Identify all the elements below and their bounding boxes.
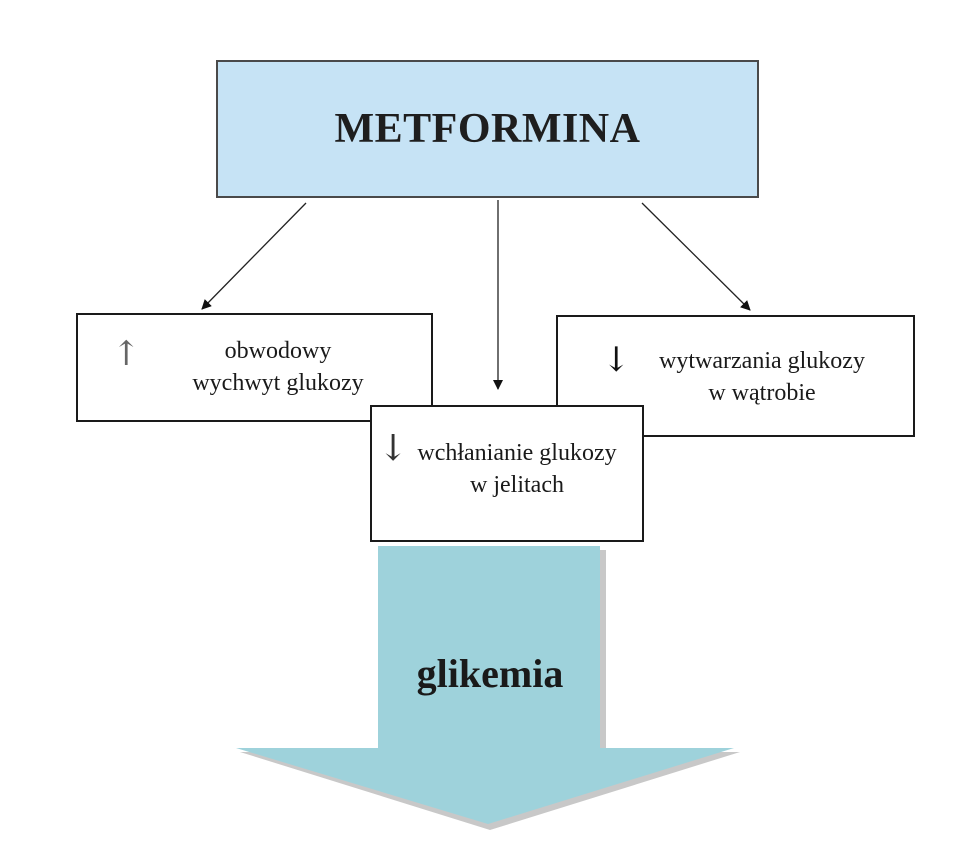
glikemia-label: glikemia <box>416 651 564 696</box>
arrow-down-icon: ↓ <box>378 428 409 469</box>
peripheral-uptake-line1: obwodowy <box>224 338 332 364</box>
peripheral-uptake-text: obwodowy wychwyt glukozy <box>138 335 418 399</box>
arrow-up-icon: ↑ <box>112 334 141 374</box>
arrow-to-left-box <box>201 202 307 310</box>
intestinal-absorption-line1: wchłanianie glukozy <box>417 440 617 466</box>
peripheral-uptake-line2: wychwyt glukozy <box>192 370 364 396</box>
liver-production-line2: w wątrobie <box>708 380 816 406</box>
metformina-box: METFORMINA <box>216 60 759 198</box>
big-down-arrow <box>236 546 734 824</box>
intestinal-absorption-line2: w jelitach <box>470 472 564 498</box>
intestinal-absorption-text: wchłanianie glukozy w jelitach <box>392 437 642 501</box>
liver-production-line1: wytwarzania glukozy <box>659 348 865 374</box>
intestinal-absorption-box: ↓ wchłanianie glukozy w jelitach <box>370 405 644 542</box>
arrow-down-icon: ↓ <box>602 340 631 380</box>
liver-production-text: wytwarzania glukozy w wątrobie <box>622 345 902 409</box>
metformina-title: METFORMINA <box>334 106 641 152</box>
peripheral-uptake-box: ↑ obwodowy wychwyt glukozy <box>76 313 433 422</box>
liver-production-box: ↓ wytwarzania glukozy w wątrobie <box>556 315 915 437</box>
arrow-to-right-box <box>641 202 751 311</box>
